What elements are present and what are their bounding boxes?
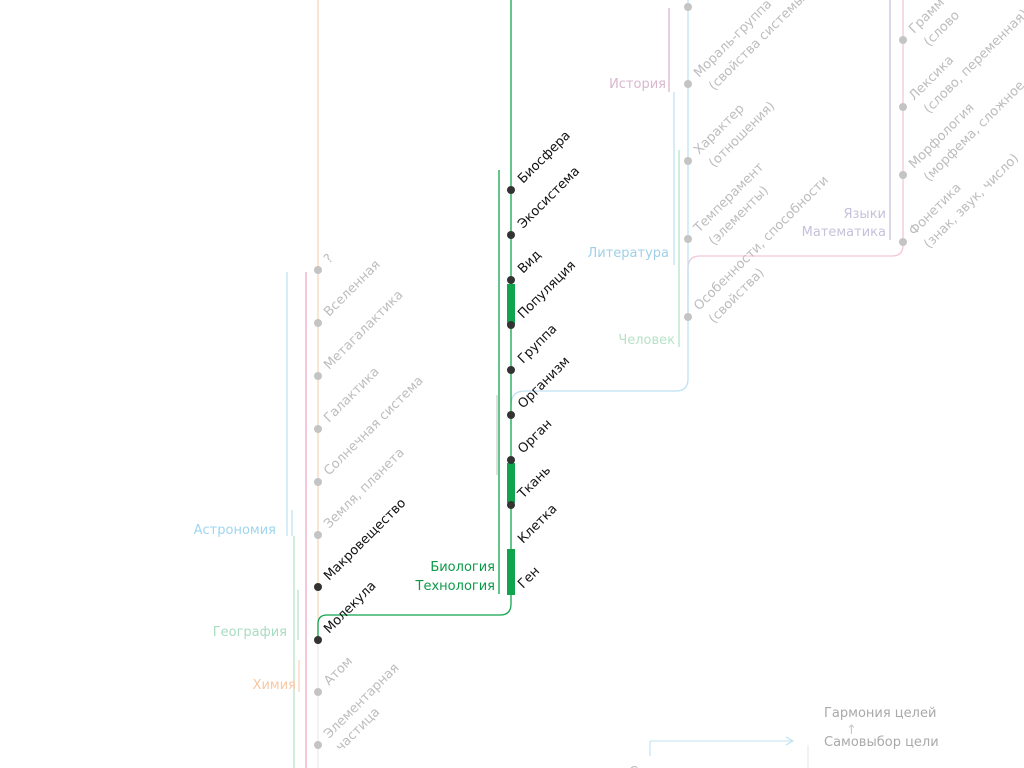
station-label: Орган (515, 417, 555, 457)
station-dot (684, 157, 692, 165)
station-dot (684, 3, 692, 11)
subject-math: Математика (802, 225, 886, 240)
harmony-of-goals: Гармония целей (824, 706, 936, 721)
station-dot (507, 366, 515, 374)
segment-organ-tissue (507, 463, 515, 503)
subject-astronomy: Астрономия (194, 523, 276, 538)
subject-geography: География (213, 625, 287, 640)
segment-cell-gene (507, 549, 515, 595)
subject-literature: Литература (588, 246, 670, 261)
station-earth[interactable]: Земля, планета (314, 445, 408, 539)
station-label: Вид (515, 248, 544, 277)
station-dot (314, 636, 322, 644)
station-dot (507, 276, 515, 284)
goal-arrow-head (785, 736, 795, 746)
station-label: К (691, 0, 708, 4)
station-macro-matter[interactable]: Макровещество (314, 496, 409, 591)
station-label: Ген (515, 564, 543, 592)
station-label: Группа (515, 322, 560, 367)
human-to-languages-connector (687, 242, 904, 317)
station-organ[interactable]: Орган (507, 417, 555, 464)
station-dot (507, 321, 515, 329)
subject-chemistry: Химия (253, 678, 296, 693)
station-label: ? (321, 251, 336, 266)
station-dot (899, 103, 907, 111)
station-dot (899, 171, 907, 179)
station-character[interactable]: Характер (отношения) (684, 99, 778, 171)
station-moral-group[interactable]: Мораль-группа (свойства системы) (684, 0, 812, 94)
station-dot (684, 313, 692, 321)
station-k[interactable]: К (684, 0, 708, 11)
station-dot (314, 319, 322, 327)
station-label: Молекула (321, 579, 379, 637)
station-dot (314, 531, 322, 539)
station-dot (507, 456, 515, 464)
goal-up-arrow: ↑ (846, 723, 857, 738)
station-dot (314, 741, 322, 749)
molecule-to-gene-connector (317, 590, 512, 640)
subject-human: Человек (618, 333, 675, 348)
station-dot (314, 688, 322, 696)
organism-to-human-connector (510, 317, 689, 406)
subject-history: История (609, 77, 666, 92)
station-dot (314, 372, 322, 380)
subject-languages: Языки (843, 207, 886, 222)
station-label: Атом (321, 654, 356, 689)
partial-label: С (629, 765, 638, 768)
station-cell[interactable]: Клетка (515, 502, 560, 547)
station-label: Ткань (515, 463, 555, 503)
station-dot (314, 266, 322, 274)
station-label: Клетка (515, 502, 560, 547)
station-gene[interactable]: Ген (515, 564, 543, 592)
station-dot (684, 80, 692, 88)
station-dot (899, 36, 907, 44)
station-organism[interactable]: Организм (507, 354, 573, 419)
self-choice-of-goal: Самовыбор цели (824, 735, 939, 750)
station-grammar[interactable]: Грамм (слово (899, 0, 963, 50)
station-molecule[interactable]: Молекула (314, 579, 379, 644)
segment-species-population (507, 284, 515, 324)
station-solar-system[interactable]: Солнечная система (314, 373, 427, 486)
station-dot (314, 425, 322, 433)
station-dot (314, 478, 322, 486)
station-species[interactable]: Вид (507, 248, 544, 284)
station-dot (314, 583, 322, 591)
station-dot (684, 235, 692, 243)
station-dot (507, 411, 515, 419)
station-dot (507, 501, 515, 509)
station-atom[interactable]: Атом (314, 654, 356, 696)
station-dot (507, 186, 515, 194)
station-label: Солнечная система (321, 373, 426, 478)
subject-biology: Биология (430, 560, 495, 575)
station-dot (507, 231, 515, 239)
subject-technology: Технология (415, 579, 495, 594)
station-dot (899, 238, 907, 246)
